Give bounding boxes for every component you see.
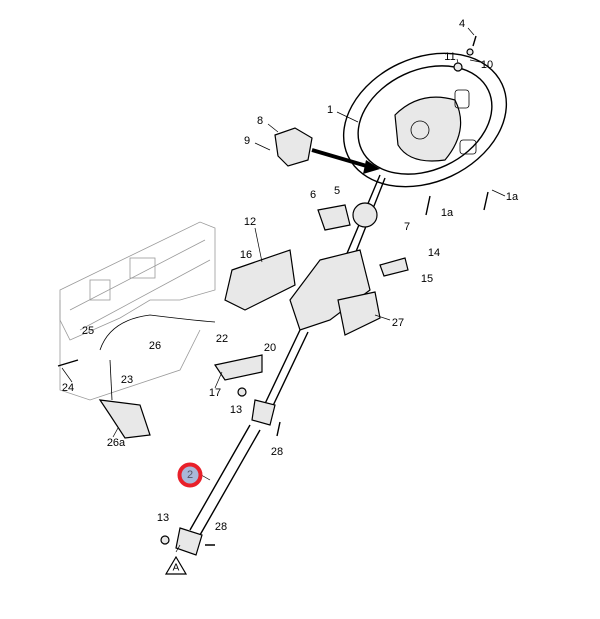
callout-28-upper: 28: [271, 446, 283, 458]
callout-25: 25: [82, 325, 94, 337]
callout-27: 27: [392, 317, 404, 329]
callout-20: 20: [264, 342, 276, 354]
callout-28-lower: 28: [215, 521, 227, 533]
callout-labels: 4 11 10 1 8 9 1a 1a 6 5 7 12 16 14 15 27…: [62, 18, 519, 533]
callout-24: 24: [62, 382, 74, 394]
callout-7: 7: [404, 221, 410, 233]
callout-2-highlighted[interactable]: 2: [177, 462, 203, 488]
callout-9: 9: [244, 135, 250, 147]
steering-wheel: [342, 52, 508, 188]
callout-26: 26: [149, 340, 161, 352]
callout-14: 14: [428, 247, 440, 259]
callout-1: 1: [327, 104, 333, 116]
callout-17: 17: [209, 387, 221, 399]
airbag-module: [274, 127, 380, 174]
steering-column: [175, 174, 386, 556]
triangle-icon: [164, 555, 188, 575]
callout-10: 10: [481, 59, 493, 71]
callout-2: 2: [187, 469, 193, 481]
tilt-lever-cable: [98, 202, 409, 439]
callout-13-lower: 13: [157, 512, 169, 524]
dashboard-outline: [59, 221, 216, 401]
callout-11: 11: [444, 51, 455, 63]
callout-15: 15: [421, 273, 433, 285]
callout-8: 8: [257, 115, 263, 127]
view-marker-label: A: [173, 563, 180, 574]
callout-5: 5: [334, 185, 340, 197]
callout-13-upper: 13: [230, 404, 242, 416]
callout-6: 6: [310, 189, 316, 201]
callout-26a: 26a: [107, 437, 126, 449]
callout-16: 16: [240, 249, 252, 261]
callout-1a-right: 1a: [506, 191, 519, 203]
callout-4: 4: [459, 18, 465, 30]
highlight-ring: [177, 462, 203, 488]
callout-1a-left: 1a: [441, 207, 454, 219]
callout-22: 22: [216, 333, 228, 345]
callout-23: 23: [121, 374, 133, 386]
view-marker-a: A: [164, 555, 188, 575]
callout-12: 12: [244, 216, 256, 228]
